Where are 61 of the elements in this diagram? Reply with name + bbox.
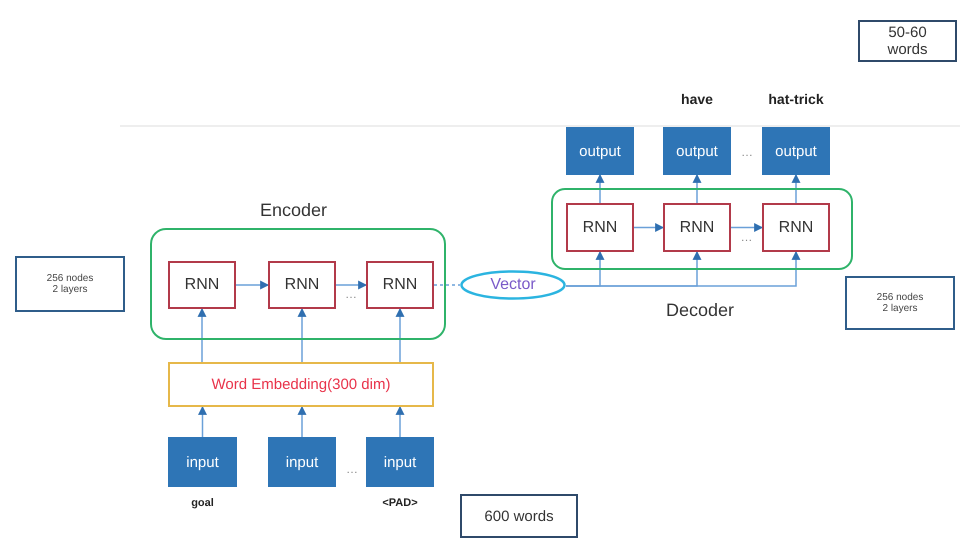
token-label: input [186, 454, 219, 470]
rnn-cell-box [762, 203, 830, 252]
note-box [858, 20, 957, 62]
arrow [336, 280, 368, 290]
token-box [762, 127, 830, 175]
note-box [15, 256, 125, 312]
note-text: 256 nodes 2 layers [876, 292, 924, 314]
group-heading: Decoder [666, 300, 734, 321]
cell-label: RNN [778, 218, 814, 236]
arrow [198, 308, 206, 362]
token-box [268, 437, 336, 487]
arrow [731, 223, 764, 232]
rnn-cell-box [663, 203, 731, 252]
note-text: 256 nodes 2 layers [46, 273, 94, 295]
cell-label: RNN [680, 218, 714, 236]
token-label: output [676, 142, 718, 160]
token-box [663, 127, 731, 175]
token-label: input [384, 454, 416, 470]
arrow [236, 280, 270, 290]
rnn-cell-box [268, 261, 336, 309]
vector-ellipse [460, 270, 566, 300]
arrow [566, 250, 800, 287]
ellipsis-mark: … [346, 463, 358, 475]
word-label: <PAD> [382, 497, 418, 509]
cell-label: RNN [184, 276, 220, 294]
arrow [596, 174, 604, 203]
layer-label: Word Embedding(300 dim) [212, 376, 390, 393]
token-label: output [579, 142, 621, 160]
note-text: 50-60 words [886, 24, 928, 58]
note-box [845, 276, 955, 330]
encoder-container [150, 228, 446, 340]
arrow [396, 406, 404, 437]
token-label: output [775, 142, 817, 160]
arrow [792, 174, 800, 203]
token-label: input [286, 454, 318, 470]
arrow [692, 174, 702, 203]
decoder-container [551, 188, 853, 270]
cell-label: RNN [582, 218, 618, 236]
arrow [198, 406, 207, 437]
arrow [634, 223, 664, 232]
cell-label: RNN [382, 276, 418, 294]
rnn-cell-box [168, 261, 236, 309]
vector-label: Vector [490, 276, 536, 294]
arrow [298, 406, 306, 437]
rnn-cell-box [566, 203, 634, 252]
group-heading: Encoder [260, 200, 328, 221]
ellipsis-mark: … [741, 146, 753, 158]
embedding-layer-box [168, 362, 434, 407]
word-label: have [681, 91, 713, 107]
rnn-cell-box [366, 261, 434, 309]
cell-label: RNN [284, 276, 320, 294]
arrow [396, 308, 404, 362]
note-box [460, 494, 578, 538]
token-box [168, 437, 237, 487]
arrow [298, 308, 306, 362]
token-box [366, 437, 434, 487]
token-box [566, 127, 634, 175]
word-label: goal [191, 497, 214, 509]
connector-line [434, 284, 460, 286]
word-label: hat-trick [768, 91, 824, 107]
note-text: 600 words [484, 508, 554, 524]
